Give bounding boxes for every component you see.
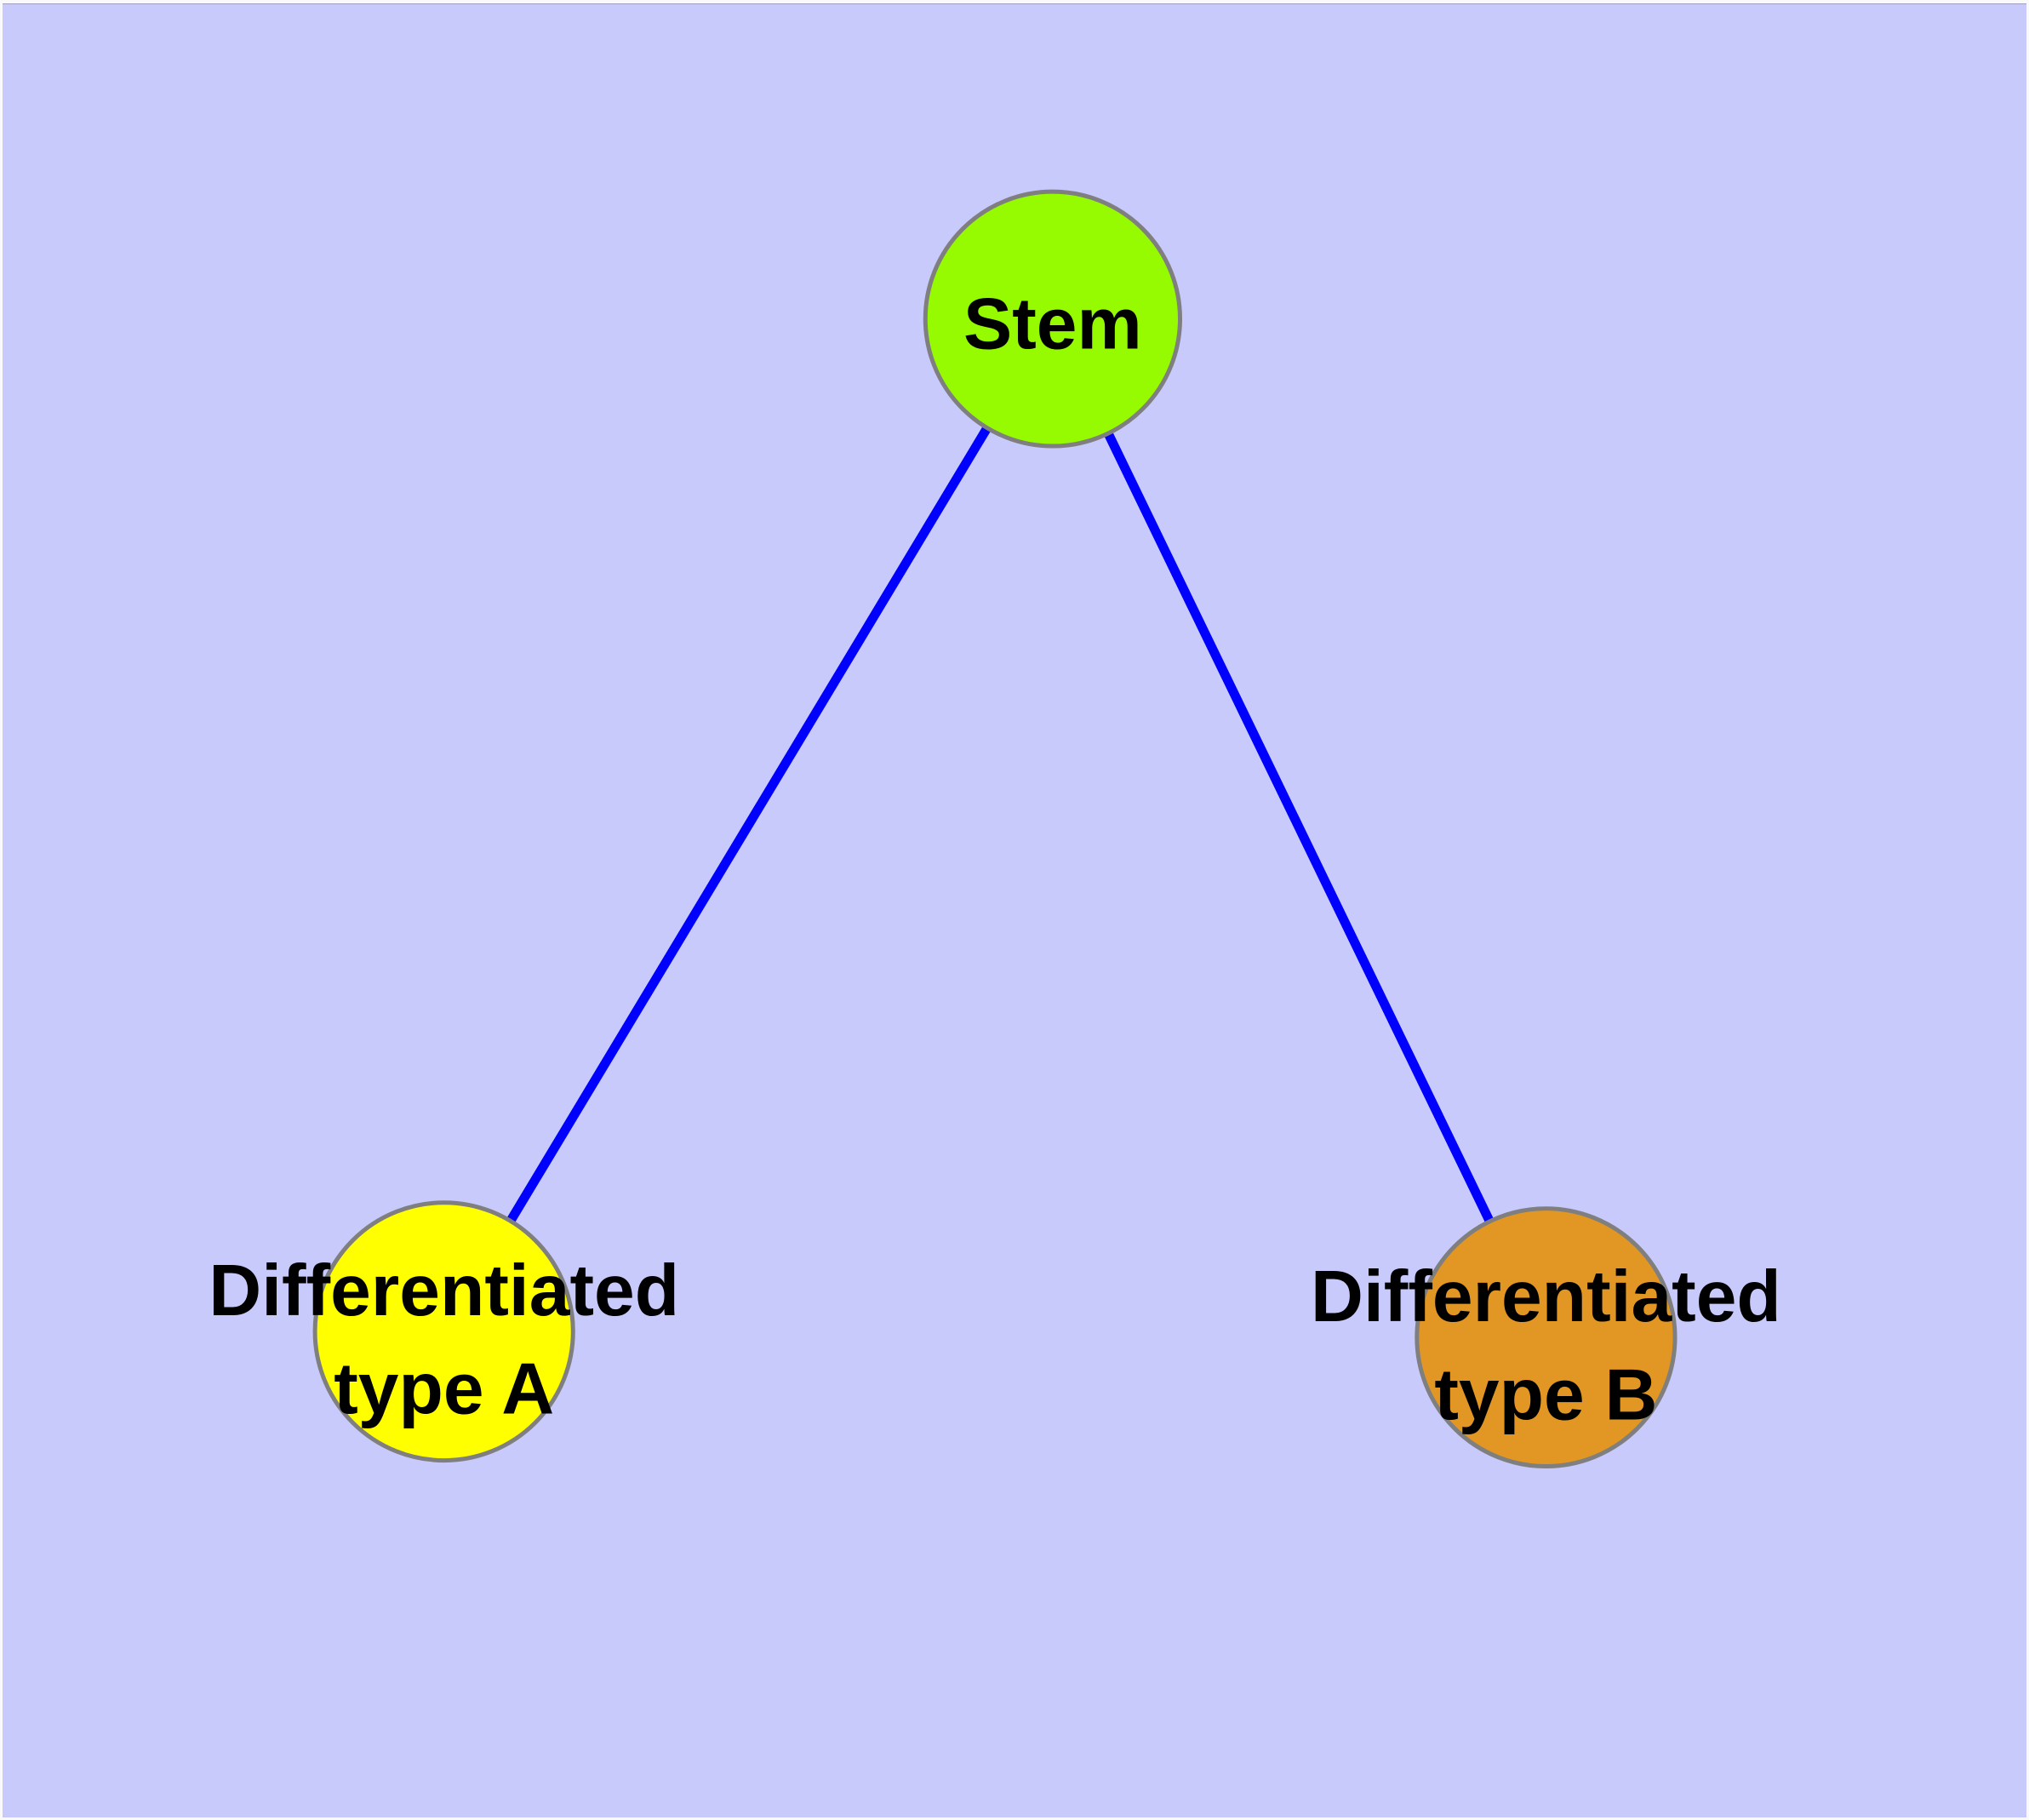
label-type-b-line2: type B xyxy=(1434,1354,1657,1436)
diagram-canvas: Stem Differentiated type A Differentiate… xyxy=(3,3,2026,1817)
label-type-b-line1: Differentiated xyxy=(1311,1256,1781,1337)
node-differentiated-type-b xyxy=(1415,1206,1677,1469)
graph-svg: Stem Differentiated type A Differentiate… xyxy=(209,189,1781,1469)
edge-stem-to-type-a xyxy=(439,316,1057,1334)
label-type-a-line2: type A xyxy=(334,1348,554,1430)
node-differentiated-type-a xyxy=(312,1200,575,1463)
node-stem xyxy=(923,189,1183,449)
label-type-a-line1: Differentiated xyxy=(209,1250,679,1331)
label-stem: Stem xyxy=(963,283,1142,364)
edge-stem-to-type-b xyxy=(1048,317,1551,1340)
